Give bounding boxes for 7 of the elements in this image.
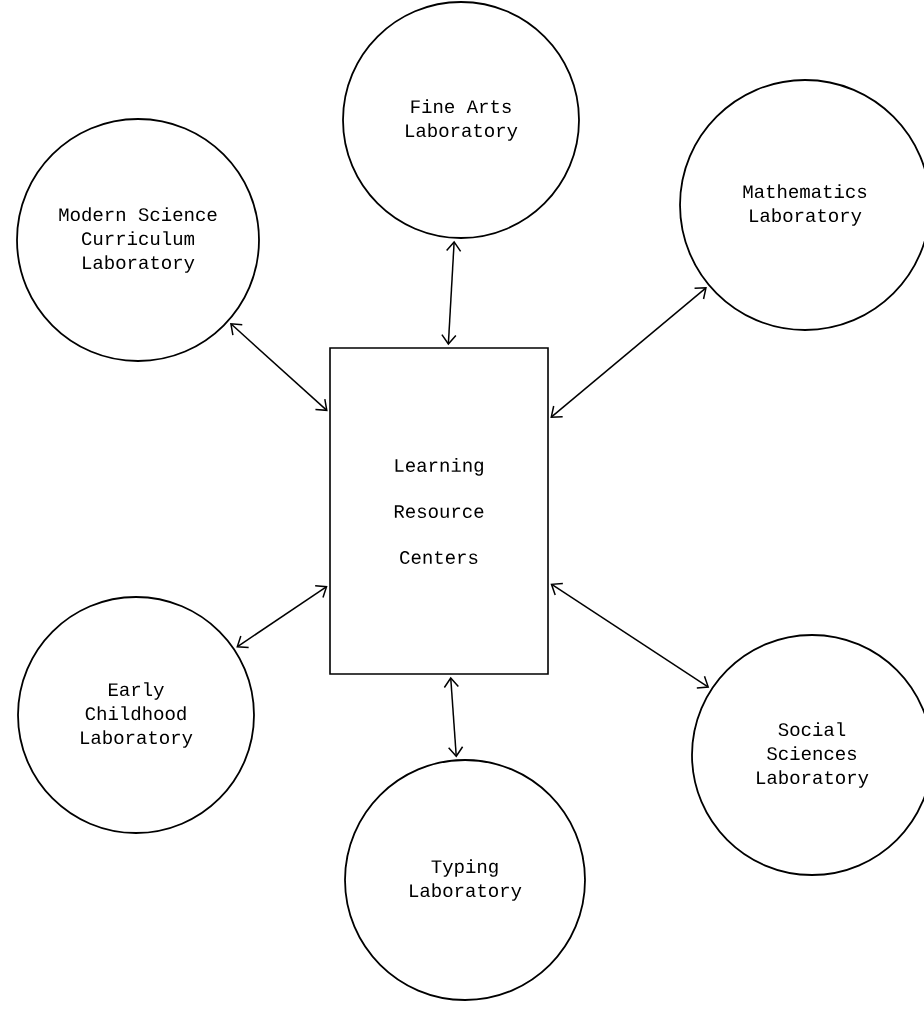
double-arrow [441, 240, 462, 346]
double-arrow [550, 287, 707, 418]
double-arrow [550, 582, 710, 689]
double-arrow [236, 585, 328, 649]
resource-center-box: Learning Resource Centers [329, 347, 549, 675]
double-arrow [230, 323, 328, 412]
double-arrow [443, 676, 464, 758]
